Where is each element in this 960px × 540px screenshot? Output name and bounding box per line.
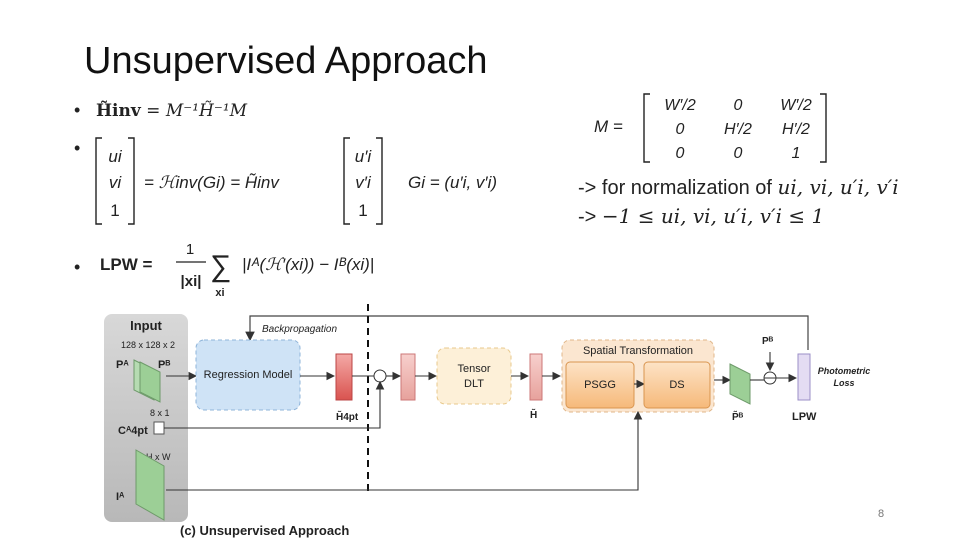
h-label: H̃ <box>530 408 537 421</box>
input-panel <box>104 314 188 522</box>
h4pt-bar <box>335 353 353 401</box>
matrix-label: M = <box>594 117 623 136</box>
vec-right-0: u′i <box>355 147 373 166</box>
loss-line1: Photometric <box>818 366 871 376</box>
note1-prefix: -> for normalization of <box>578 177 778 199</box>
bullet-marker: • <box>74 100 81 120</box>
note-normalization: -> for normalization of ui, vi, u′i, v′i <box>578 175 899 200</box>
eq3-sum-sub: xi <box>215 287 224 299</box>
psgg-box <box>565 361 635 409</box>
vec-left-0: ui <box>108 147 122 166</box>
vec-right-1: v′i <box>355 173 372 192</box>
input-title: Input <box>130 318 162 333</box>
input-size: 128 x 128 x 2 <box>121 340 175 350</box>
ds-box <box>643 361 711 409</box>
vec-left-2: 1 <box>110 201 119 220</box>
vec-left-1: vi <box>109 173 123 192</box>
lpw-label: LPW <box>792 411 817 423</box>
pb-top-label: Pᴮ <box>762 336 774 347</box>
backprop-arrow <box>245 315 809 350</box>
note1-math: ui, vi, u′i, v′i <box>777 175 899 199</box>
patch-pb-shape <box>139 361 161 403</box>
architecture-diagram: Input 128 x 128 x 2 Pᴬ Pᴮ 8 x 1 Cᴬ4pt H … <box>104 304 871 538</box>
equation-hinv-mapping: ui vi 1 = ℋinv(Gi) = H̃inv u′i v′i 1 Gi … <box>95 137 497 225</box>
matrix-cell-0-2: W′/2 <box>780 97 812 114</box>
h4pt-label: H̃4pt <box>336 410 359 423</box>
eq3-lhs: LPW = <box>100 255 152 274</box>
slide-title: Unsupervised Approach <box>84 40 488 82</box>
note-range: -> −1 ≤ ui, vi, u′i, v′i ≤ 1 <box>578 204 824 229</box>
tensor-dlt-line1: Tensor <box>457 363 490 375</box>
tensor-dlt-line2: DLT <box>464 378 484 390</box>
matrix-cell-1-1: H′/2 <box>724 121 752 138</box>
tensor-dlt-box <box>436 347 512 405</box>
note2-math: −1 ≤ ui, vi, u′i, v′i ≤ 1 <box>601 204 825 228</box>
h-bar <box>529 353 543 401</box>
pb-label: Pᴮ <box>158 359 170 371</box>
ds-label: DS <box>669 379 684 391</box>
vec-right-2: 1 <box>358 201 367 220</box>
eq2-mid: = ℋinv(Gi) = H̃inv <box>144 172 280 192</box>
regression-label: Regression Model <box>204 369 293 381</box>
page-number: 8 <box>878 508 885 520</box>
image-ia-shape <box>135 449 165 521</box>
bullet-marker: • <box>74 257 81 277</box>
eq3-body: |Iᴬ(ℋ′(xi)) − Iᴮ(xi)| <box>242 255 374 274</box>
matrix-cell-2-2: 1 <box>792 145 801 162</box>
backprop-label: Backpropagation <box>262 324 337 335</box>
note2-prefix: -> <box>578 206 602 228</box>
eq1-rhs: = M⁻¹H̃⁻¹M <box>146 101 248 121</box>
matrix-cell-2-1: 0 <box>734 145 743 162</box>
bullet-marker: • <box>74 138 81 158</box>
sum-symbol: ∑ <box>210 250 231 283</box>
pb-tilde-label: P̃ᴮ <box>732 410 744 423</box>
psgg-label: PSGG <box>584 379 616 391</box>
loss-line2: Loss <box>833 378 854 388</box>
matrix-cell-0-0: W′/2 <box>664 97 696 114</box>
ia-size: H x W <box>146 452 171 462</box>
concat-node <box>373 369 387 383</box>
eq1-lhs: H̃inv <box>96 101 141 121</box>
matrix-cell-1-2: H′/2 <box>782 121 810 138</box>
eq3-num: 1 <box>186 241 194 258</box>
patch-pb-tilde-shape <box>729 363 751 405</box>
diagram-caption: (c) Unsupervised Approach <box>180 523 349 538</box>
pa-label: Pᴬ <box>116 359 129 371</box>
matrix-cell-1-0: 0 <box>676 121 685 138</box>
spatial-title: Spatial Transformation <box>583 345 693 357</box>
c4pt-size: 8 x 1 <box>150 408 170 418</box>
matrix-cell-2-0: 0 <box>676 145 685 162</box>
concat-bar <box>400 353 416 401</box>
ia-label: Iᴬ <box>116 491 125 503</box>
loss-bar <box>797 353 811 401</box>
regression-model-box <box>195 339 301 411</box>
eq3-den: |xi| <box>181 273 202 290</box>
c4pt-doc-icon <box>153 421 165 435</box>
matrix-cell-0-1: 0 <box>734 97 743 114</box>
eq2-gi: Gi = (u′i, v′i) <box>408 173 497 192</box>
equation-lpw: LPW = 1 |xi| ∑ xi |Iᴬ(ℋ′(xi)) − Iᴮ(xi)| <box>100 241 374 299</box>
c4pt-label: Cᴬ4pt <box>118 425 148 437</box>
equation-h-inv: H̃inv = M⁻¹H̃⁻¹M <box>96 101 247 121</box>
